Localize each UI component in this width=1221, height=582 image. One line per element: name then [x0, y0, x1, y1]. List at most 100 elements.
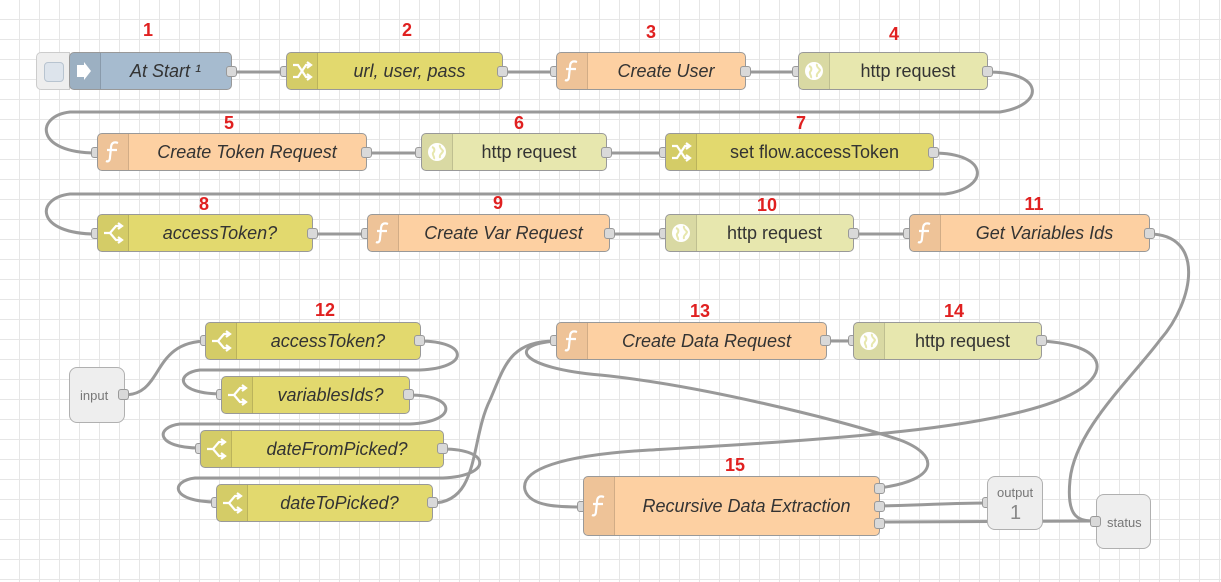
- step-number-7: 7: [795, 113, 807, 133]
- output-port[interactable]: [982, 66, 993, 77]
- node-accesstoken-switch-8[interactable]: accessToken?: [97, 214, 313, 252]
- node-label: Create Token Request: [157, 141, 337, 162]
- node-label: set flow.accessToken: [729, 141, 900, 162]
- function-icon: [368, 215, 399, 251]
- output-port[interactable]: [427, 497, 438, 508]
- node-http-request-6[interactable]: http request: [421, 133, 607, 171]
- node-datefrompicked-switch[interactable]: dateFromPicked?: [200, 430, 444, 468]
- function-icon: [557, 323, 588, 359]
- step-number-5: 5: [223, 113, 235, 133]
- node-label: Create User: [617, 60, 715, 81]
- step-number-4: 4: [888, 24, 900, 44]
- node-input[interactable]: input: [69, 367, 125, 423]
- node-label: input: [80, 388, 109, 403]
- wire[interactable]: [181, 339, 459, 396]
- node-label: http request: [914, 330, 1011, 351]
- switch-icon: [206, 323, 237, 359]
- node-create-var-request[interactable]: Create Var Request: [367, 214, 610, 252]
- node-label: dateToPicked?: [280, 492, 399, 513]
- function-icon: [584, 477, 615, 535]
- arrow-in-icon: [70, 53, 101, 89]
- function-icon: [910, 215, 941, 251]
- wire[interactable]: [1067, 232, 1191, 523]
- shuffle-icon: [287, 53, 318, 89]
- output-port[interactable]: [874, 518, 885, 529]
- node-create-user[interactable]: Create User: [556, 52, 746, 90]
- node-label: output: [997, 485, 1034, 500]
- wire[interactable]: [44, 151, 979, 236]
- output-port[interactable]: [874, 483, 885, 494]
- node-accesstoken-switch-12[interactable]: accessToken?: [205, 322, 421, 360]
- output-port[interactable]: [604, 228, 615, 239]
- node-get-variables-ids[interactable]: Get Variables Ids: [909, 214, 1150, 252]
- node-label: dateFromPicked?: [266, 438, 408, 459]
- node-label: At Start ¹: [129, 60, 201, 81]
- globe-icon: [422, 134, 453, 170]
- output-port[interactable]: [848, 228, 859, 239]
- node-create-token-request[interactable]: Create Token Request: [97, 133, 367, 171]
- output-port[interactable]: [1036, 335, 1047, 346]
- wire[interactable]: [161, 393, 448, 450]
- step-number-6: 6: [513, 113, 525, 133]
- switch-icon: [98, 215, 129, 251]
- output-port[interactable]: [361, 147, 372, 158]
- output-port[interactable]: [601, 147, 612, 158]
- node-status[interactable]: status: [1096, 494, 1151, 549]
- wire[interactable]: [523, 339, 1099, 509]
- globe-icon: [854, 323, 885, 359]
- globe-icon: [799, 53, 830, 89]
- globe-icon: [666, 215, 697, 251]
- step-number-3: 3: [645, 22, 657, 42]
- node-label: status: [1107, 515, 1142, 530]
- node-recursive-data-extraction[interactable]: Recursive Data Extraction: [583, 476, 880, 536]
- output-port[interactable]: [820, 335, 831, 346]
- output-port[interactable]: [1144, 228, 1155, 239]
- output-port[interactable]: [414, 335, 425, 346]
- output-port[interactable]: [437, 443, 448, 454]
- output-port[interactable]: [118, 389, 129, 400]
- function-icon: [98, 134, 129, 170]
- node-at-start[interactable]: At Start ¹: [69, 52, 232, 90]
- node-label: accessToken?: [162, 222, 278, 243]
- step-number-13: 13: [689, 301, 711, 321]
- node-label: Recursive Data Extraction: [642, 495, 851, 516]
- switch-icon: [217, 485, 248, 521]
- node-http-request-14[interactable]: http request: [853, 322, 1042, 360]
- node-http-request-4[interactable]: http request: [798, 52, 988, 90]
- wire[interactable]: [878, 501, 988, 508]
- shuffle-icon: [666, 134, 697, 170]
- step-number-11: 11: [1024, 194, 1044, 214]
- switch-icon: [201, 431, 232, 467]
- inject-button-face[interactable]: [44, 62, 64, 82]
- output-port[interactable]: [874, 501, 885, 512]
- output-port[interactable]: [403, 389, 414, 400]
- step-number-2: 2: [401, 20, 413, 40]
- output-port[interactable]: [928, 147, 939, 158]
- wire[interactable]: [524, 339, 930, 490]
- wire[interactable]: [44, 70, 1034, 155]
- inject-trigger-button[interactable]: [36, 52, 70, 90]
- output-port[interactable]: [740, 66, 751, 77]
- wire[interactable]: [431, 339, 557, 505]
- node-variablesids-switch[interactable]: variablesIds?: [221, 376, 410, 414]
- wire[interactable]: [123, 339, 209, 397]
- output-port[interactable]: [497, 66, 508, 77]
- step-number-1: 1: [142, 20, 154, 40]
- node-label: Get Variables Ids: [975, 222, 1114, 243]
- output-port[interactable]: [307, 228, 318, 239]
- step-number-10: 10: [756, 195, 778, 215]
- node-set-flow-accesstoken[interactable]: set flow.accessToken: [665, 133, 934, 171]
- node-http-request-10[interactable]: http request: [665, 214, 854, 252]
- node-output[interactable]: output 1: [987, 476, 1043, 530]
- function-icon: [557, 53, 588, 89]
- node-create-data-request[interactable]: Create Data Request: [556, 322, 827, 360]
- switch-icon: [222, 377, 253, 413]
- node-label: http request: [860, 60, 956, 81]
- node-datetopicked-switch[interactable]: dateToPicked?: [216, 484, 433, 522]
- output-port[interactable]: [1090, 516, 1101, 527]
- node-change-url-user-pass[interactable]: url, user, pass: [286, 52, 503, 90]
- output-port[interactable]: [226, 66, 237, 77]
- step-number-14: 14: [943, 301, 965, 321]
